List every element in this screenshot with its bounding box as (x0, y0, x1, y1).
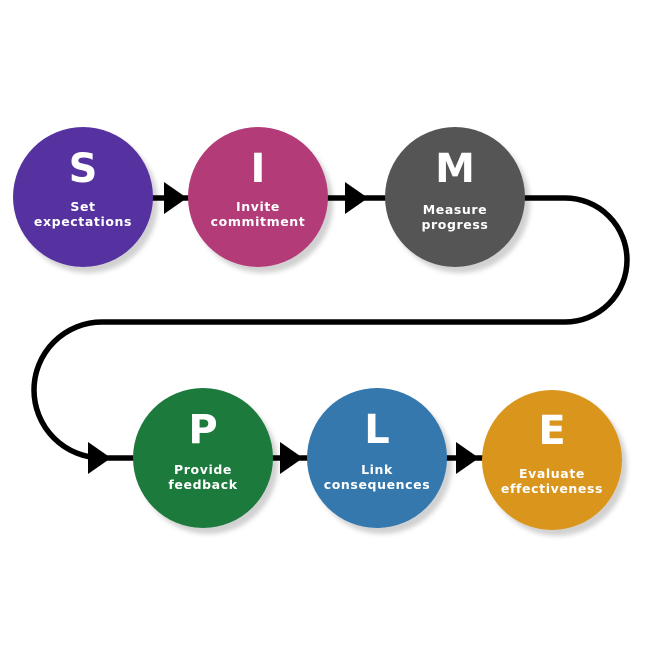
step-l-circle (307, 388, 447, 528)
step-m-letter: M (435, 146, 475, 192)
step-i: I Invite commitment (188, 127, 328, 267)
step-p: P Provide feedback (133, 388, 273, 528)
arrow-head-5 (456, 442, 479, 474)
step-p-label-line2: feedback (168, 477, 237, 492)
step-m: M Measure progress (385, 127, 525, 267)
arrow-head-3 (88, 442, 111, 474)
arrow-head-4 (280, 442, 303, 474)
step-p-letter: P (188, 407, 217, 453)
step-m-circle (385, 127, 525, 267)
step-p-circle (133, 388, 273, 528)
step-s-label-line2: expectations (34, 214, 132, 229)
step-i-label-line1: Invite (236, 199, 280, 214)
arrow-head-1 (164, 182, 187, 214)
arrow-head-2 (345, 182, 368, 214)
step-e-label-line1: Evaluate (519, 466, 585, 481)
step-e-label-line2: effectiveness (501, 481, 603, 496)
step-l-label-line2: consequences (324, 477, 431, 492)
step-l-label-line1: Link (361, 462, 393, 477)
step-s: S Set expectations (13, 127, 153, 267)
step-i-circle (188, 127, 328, 267)
step-m-label-line1: Measure (423, 202, 488, 217)
step-s-label-line1: Set (70, 199, 95, 214)
step-i-label-line2: commitment (211, 214, 306, 229)
step-m-label-line2: progress (422, 217, 489, 232)
step-e-letter: E (538, 408, 565, 454)
step-l-letter: L (364, 407, 390, 453)
step-i-letter: I (251, 146, 266, 192)
step-s-letter: S (69, 146, 98, 192)
step-s-circle (13, 127, 153, 267)
step-e-circle (482, 390, 622, 530)
step-p-label-line1: Provide (174, 462, 232, 477)
step-l: L Link consequences (307, 388, 447, 528)
step-e: E Evaluate effectiveness (482, 390, 622, 530)
